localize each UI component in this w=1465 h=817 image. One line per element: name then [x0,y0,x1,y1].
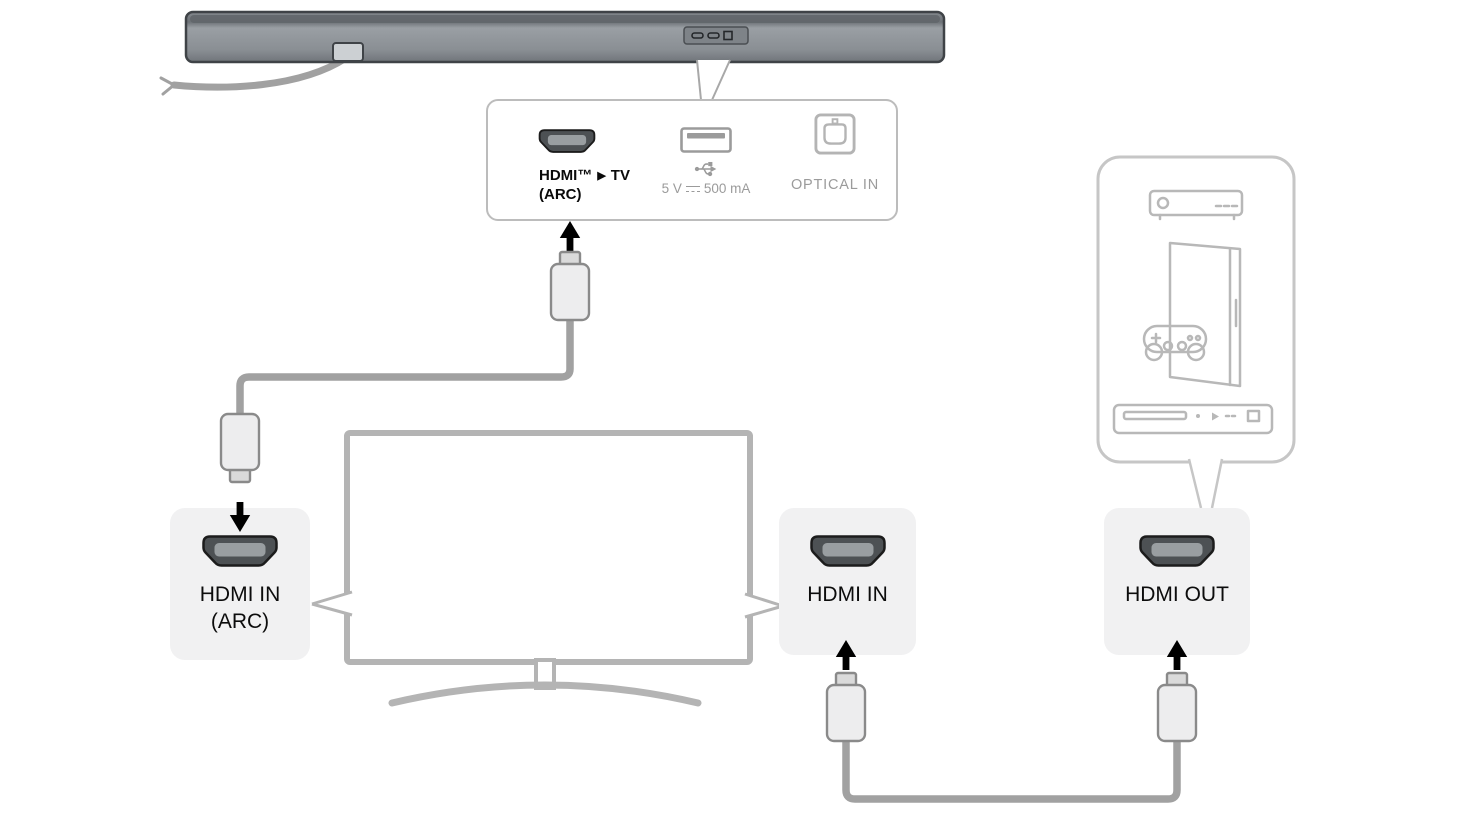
tv-hdmi-arc-port-box: HDMI IN (ARC) [170,508,310,660]
soundbar-rear-panel-callout: HDMI™▶TV (ARC) 5 [486,99,898,221]
tv-illustration [311,430,784,707]
power-cord-tip [159,76,176,96]
hdmi-port-label: HDMI™ ▶ TV (ARC) [539,167,630,203]
usb-port-group: 5 V 500 mA [650,127,762,196]
usb-rating-voltage: 5 V [661,181,682,196]
power-cord [170,54,350,91]
hdmi-port-icon [809,535,886,567]
game-console-icon [1168,241,1242,388]
optical-port-icon [814,113,856,155]
tv-right-port-pointer [744,592,784,619]
hdmi-port-icon [538,129,596,153]
soundbar-illustration [159,10,946,101]
port-label-line1: HDMI IN [807,583,888,606]
port-label: HDMI OUT [1125,581,1229,608]
port-label-line2: (ARC) [210,610,270,633]
optical-port-label: OPTICAL IN [790,177,880,193]
tv-hdmi-in-port-box: HDMI IN [779,508,916,655]
arrow-right-glyph: ▶ [597,170,606,182]
hdmi-label-prefix: HDMI™ [539,167,593,184]
hdmi-arc-port-group: HDMI™ ▶ TV (ARC) [538,129,668,203]
source-devices-illustration [1096,155,1296,509]
optical-port-group: OPTICAL IN [780,113,890,193]
port-label-line1: HDMI IN [199,583,281,606]
dc-symbol-icon [685,185,700,194]
soundbar-bracket [332,42,364,62]
port-label-line1: HDMI OUT [1125,583,1229,606]
hdmi-port-icon [202,535,278,567]
soundbar-rear-ports [683,26,749,45]
tv-stand [388,681,702,707]
device-box-pointer [1187,458,1224,509]
usb-port-icon [680,127,732,153]
device-hdmi-out-port-box: HDMI OUT [1104,508,1250,655]
port-label: HDMI IN (ARC) [200,581,281,635]
disc-player-icon [1112,403,1274,435]
hdmi-cable-soundbar-to-tv [236,318,574,416]
callout-leader [696,59,731,101]
gamepad-icon [1142,324,1208,362]
hdmi-port-icon [1139,535,1215,567]
set-top-box-icon [1148,189,1244,221]
port-label: HDMI IN [807,581,888,608]
hdmi-label-arc: (ARC) [539,186,582,203]
tv-left-port-pointer [311,590,353,617]
usb-symbol-icon [694,161,717,177]
usb-rating-current: 500 mA [703,181,751,196]
hdmi-label-suffix: TV [610,167,630,184]
usb-rating-label: 5 V 500 mA [662,181,751,196]
hdmi-cable-tv-to-device [842,741,1181,803]
